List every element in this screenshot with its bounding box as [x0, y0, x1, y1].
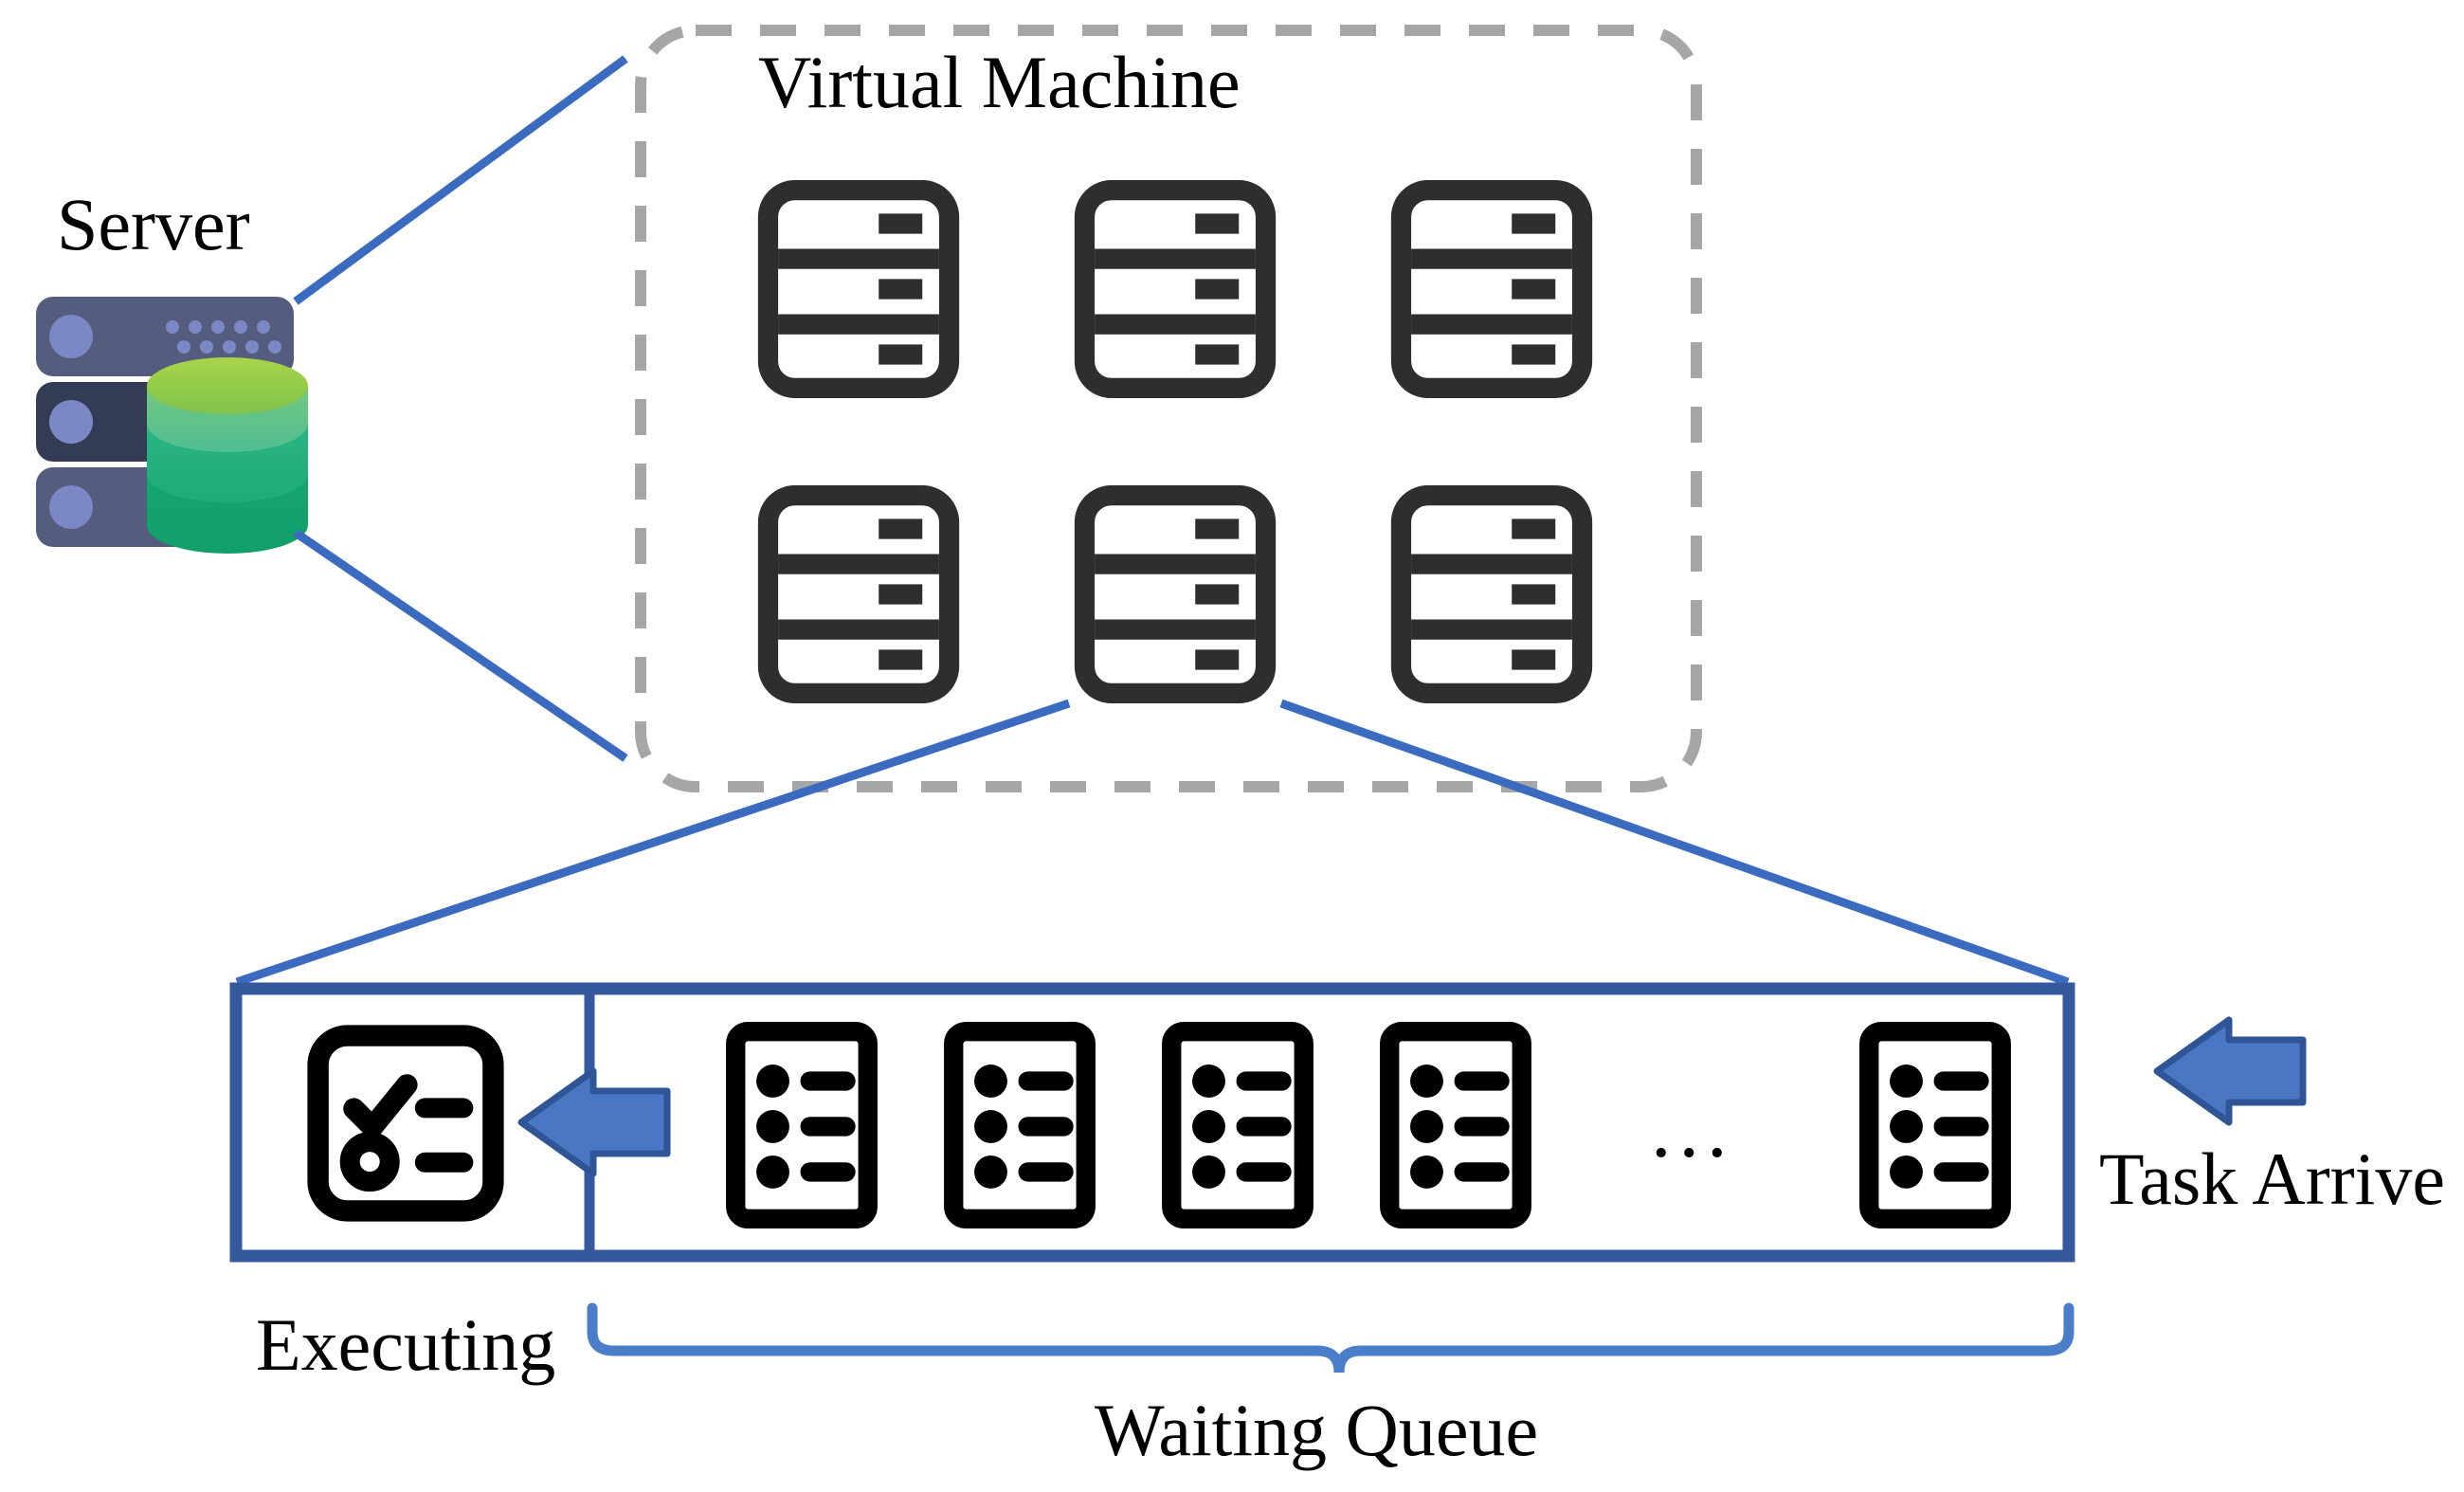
server-to-vm-connectors — [293, 55, 628, 762]
waiting-queue-label: Waiting Queue — [1095, 1389, 1539, 1471]
vm-to-queue-connectors — [235, 699, 2070, 987]
vm-icon-1 — [768, 191, 949, 389]
vm-icon-3 — [1401, 191, 1582, 389]
server-label: Server — [57, 183, 250, 265]
dispatch-arrow-icon — [517, 1067, 671, 1177]
virtual-machine-label: Virtual Machine — [758, 41, 1241, 123]
queue-ellipsis: ... — [1651, 1083, 1735, 1174]
vm-grid — [768, 191, 1582, 694]
vm-icon-4 — [768, 496, 949, 694]
vm-icon-2 — [1084, 191, 1265, 389]
executing-label: Executing — [256, 1303, 556, 1386]
vm-icon-5 — [1084, 496, 1265, 694]
vm-icon-6 — [1401, 496, 1582, 694]
server-icon — [36, 297, 308, 554]
database-cylinder-icon — [147, 357, 308, 554]
task-arrive-arrow-icon — [2153, 1016, 2307, 1126]
waiting-queue-brace — [587, 1302, 2074, 1374]
vm-container-dashed-box — [635, 25, 1702, 792]
queue-box — [229, 982, 2075, 1263]
connector-top — [293, 55, 628, 305]
task-arrive-label: Task Arrive — [2099, 1137, 2445, 1220]
connector-bottom — [293, 529, 628, 762]
connector-queue-left — [235, 699, 1071, 987]
connector-queue-right — [1279, 699, 2070, 987]
